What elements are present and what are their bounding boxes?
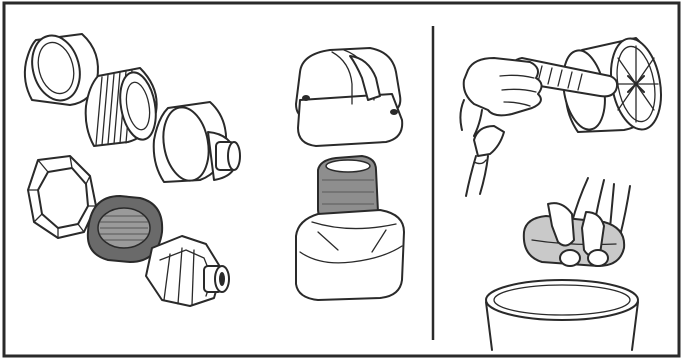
pleated-cartridge — [84, 67, 158, 147]
canister-filter-insert — [317, 155, 379, 223]
foam-sleeve — [23, 33, 99, 106]
oval-filter-element — [86, 195, 164, 263]
canister-base — [295, 209, 405, 301]
exploded-parts-panel — [23, 33, 405, 307]
cleaning-steps-panel — [459, 37, 662, 351]
bucket — [485, 279, 639, 351]
filter-housing-round — [152, 101, 241, 183]
step-rinse-filter — [485, 177, 639, 351]
step-brush-filter — [459, 37, 662, 197]
octagonal-foam-sleeve — [27, 155, 97, 239]
filter-housing-faceted — [145, 235, 230, 307]
canister-lid — [295, 47, 404, 147]
